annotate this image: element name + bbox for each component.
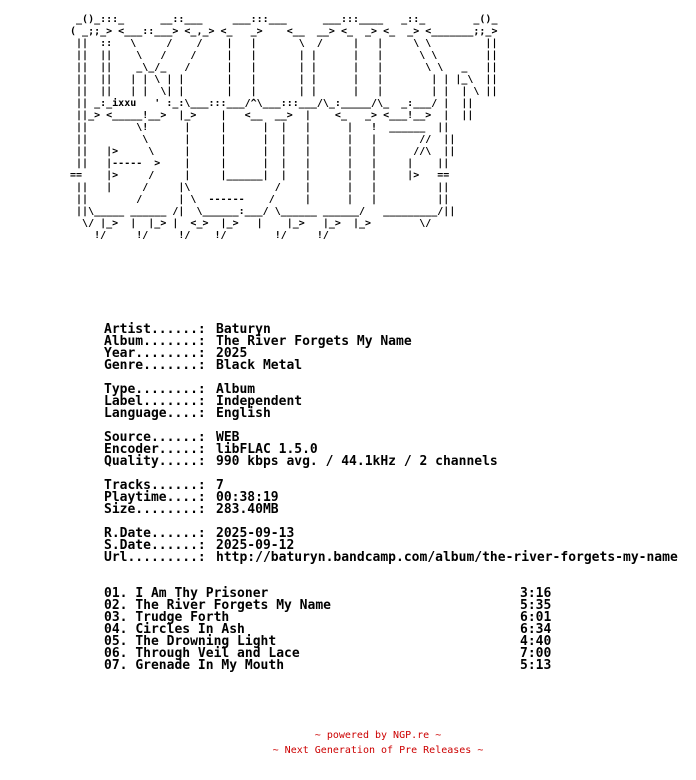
url-link[interactable]: http://baturyn.bandcamp.com/album/the-ri… [216,550,678,565]
info-row-rdate: R.Date......: 2025-09-13 [104,526,678,541]
info-key: Album.......: [104,334,206,349]
info-row-artist: Artist......: Baturyn [104,322,678,337]
info-row-language: Language....: English [104,406,678,421]
info-value: 2025 [216,346,248,361]
info-value: WEB [216,430,240,445]
track-number: 07. [104,658,128,673]
track-row: 01. I Am Thy Prisoner 3:16 [104,586,564,601]
info-key: Label.......: [104,394,206,409]
info-value: 00:38:19 [216,490,279,505]
track-number: 06. [104,646,128,661]
track-title: Grenade In My Mouth [135,658,285,673]
info-value: 283.40MB [216,502,279,517]
track-number: 05. [104,634,128,649]
track-title: Circles In Ash [135,622,245,637]
track-duration: 6:34 [520,622,552,637]
track-row: 06. Through Veil and Lace 7:00 [104,646,564,661]
info-key: Size........: [104,502,206,517]
track-number: 01. [104,586,128,601]
track-title: Through Veil and Lace [135,646,300,661]
info-row-label: Label.......: Independent [104,394,678,409]
info-row-size: Size........: 283.40MB [104,502,678,517]
info-key: Playtime....: [104,490,206,505]
track-row: 03. Trudge Forth 6:01 [104,610,564,625]
footer-powered-by: ~ powered by NGP.re ~ [314,730,442,741]
info-value: Black Metal [216,358,303,373]
track-row: 04. Circles In Ash 6:34 [104,622,564,637]
info-row-tracks: Tracks......: 7 [104,478,678,493]
release-info: Artist......: Baturyn Album.......: The Ri… [104,322,678,565]
track-number: 03. [104,610,128,625]
tracklist: 01. I Am Thy Prisoner 3:16 02. The River … [104,586,564,673]
info-key: Artist......: [104,322,206,337]
track-number: 04. [104,622,128,637]
info-row-source: Source......: WEB [104,430,678,445]
info-key: Quality.....: [104,454,206,469]
info-value: Independent [216,394,303,409]
info-row-playtime: Playtime....: 00:38:19 [104,490,678,505]
track-duration: 5:35 [520,598,552,613]
track-number: 02. [104,598,128,613]
info-row-sdate: S.Date......: 2025-09-12 [104,538,678,553]
info-key: Language....: [104,406,206,421]
info-key: Source......: [104,430,206,445]
track-title: The River Forgets My Name [135,598,331,613]
info-key: Genre.......: [104,358,206,373]
info-key: Type........: [104,382,206,397]
track-duration: 4:40 [520,634,552,649]
info-value: 2025-09-12 [216,538,295,553]
info-key: Year........: [104,346,206,361]
info-value: 990 kbps avg. / 44.1kHz / 2 channels [216,454,498,469]
info-row-album: Album.......: The River Forgets My Name [104,334,678,349]
info-key: S.Date......: [104,538,206,553]
info-value: Baturyn [216,322,271,337]
track-row: 07. Grenade In My Mouth 5:13 [104,658,564,673]
info-row-encoder: Encoder.....: libFLAC 1.5.0 [104,442,678,457]
track-duration: 6:01 [520,610,552,625]
info-row-year: Year........: 2025 [104,346,678,361]
track-row: 02. The River Forgets My Name 5:35 [104,598,564,613]
info-value: libFLAC 1.5.0 [216,442,318,457]
info-value: Album [216,382,256,397]
track-duration: 7:00 [520,646,552,661]
info-value: The River Forgets My Name [216,334,412,349]
info-row-genre: Genre.......: Black Metal [104,358,678,373]
ascii-art-logo: _()_:::_ __::___ ___:::___ ___:::____ _:… [70,14,498,241]
info-value: 2025-09-13 [216,526,295,541]
track-title: Trudge Forth [135,610,230,625]
info-key: R.Date......: [104,526,206,541]
track-duration: 5:13 [520,658,552,673]
footer-tagline: ~ Next Generation of Pre Releases ~ [272,745,484,756]
track-title: I Am Thy Prisoner [135,586,269,601]
info-row-url: Url.........: http://baturyn.bandcamp.com… [104,550,678,565]
track-row: 05. The Drowning Light 4:40 [104,634,564,649]
info-key: Encoder.....: [104,442,206,457]
info-row-quality: Quality.....: 990 kbps avg. / 44.1kHz / 2… [104,454,678,469]
info-key: Url.........: [104,550,206,565]
info-key: Tracks......: [104,478,206,493]
info-row-type: Type........: Album [104,382,678,397]
track-duration: 3:16 [520,586,552,601]
track-title: The Drowning Light [135,634,277,649]
info-value: English [216,406,271,421]
info-value: 7 [216,478,224,493]
